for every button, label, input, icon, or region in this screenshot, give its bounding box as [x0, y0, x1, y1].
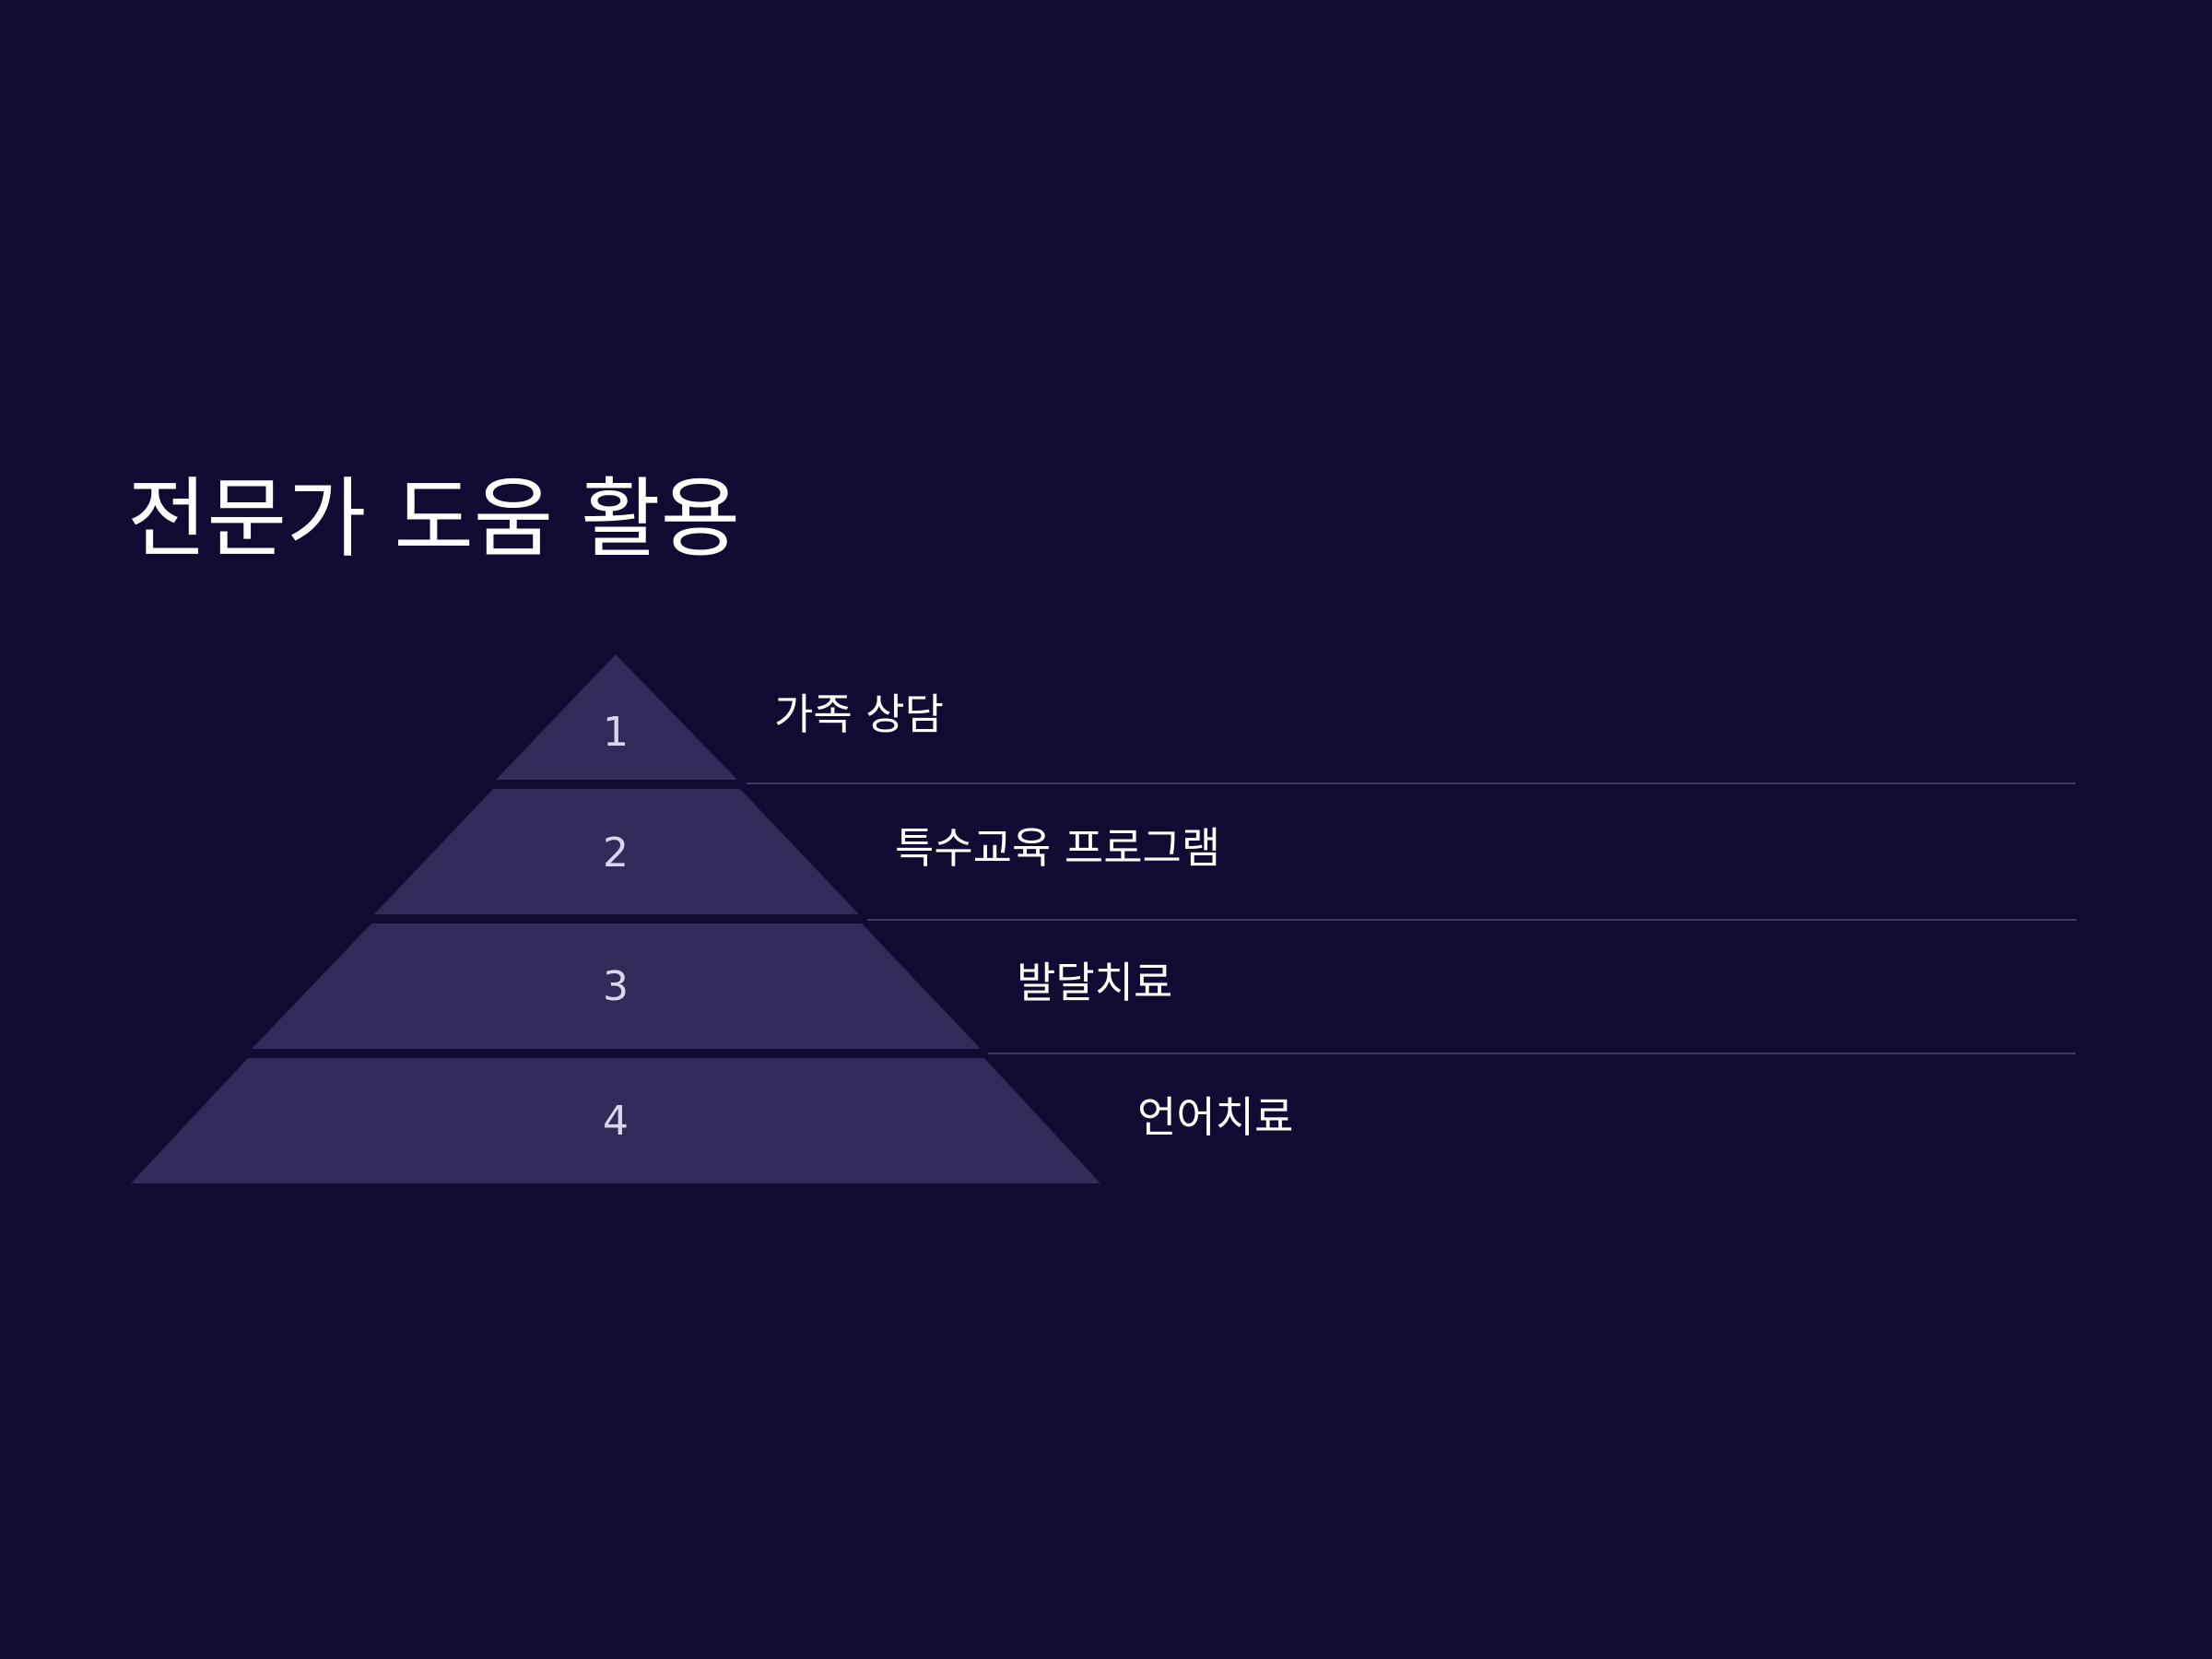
pyramid-level-1-label: 가족 상담 [774, 689, 944, 739]
pyramid-level-2-label: 특수교육 프로그램 [895, 823, 1221, 873]
pyramid-level-1 [496, 654, 737, 780]
pyramid-level-4-label: 언어치료 [1137, 1092, 1294, 1142]
pyramid-level-3-label: 발달치료 [1017, 958, 1173, 1007]
pyramid-level-3-number: 3 [603, 963, 629, 1010]
pyramid-level-3 [252, 924, 981, 1049]
pyramid-level-4 [131, 1058, 1100, 1183]
level-divider-2 [867, 919, 2077, 921]
pyramid-level-2-number: 2 [603, 830, 629, 877]
level-divider-3 [988, 1053, 2076, 1054]
pyramid-level-2 [374, 789, 859, 914]
pyramid-level-4-number: 4 [603, 1098, 629, 1145]
slide-title: 전문가 도움 활용 [127, 469, 741, 570]
pyramid-level-1-number: 1 [603, 709, 629, 756]
level-divider-1 [747, 782, 2076, 784]
